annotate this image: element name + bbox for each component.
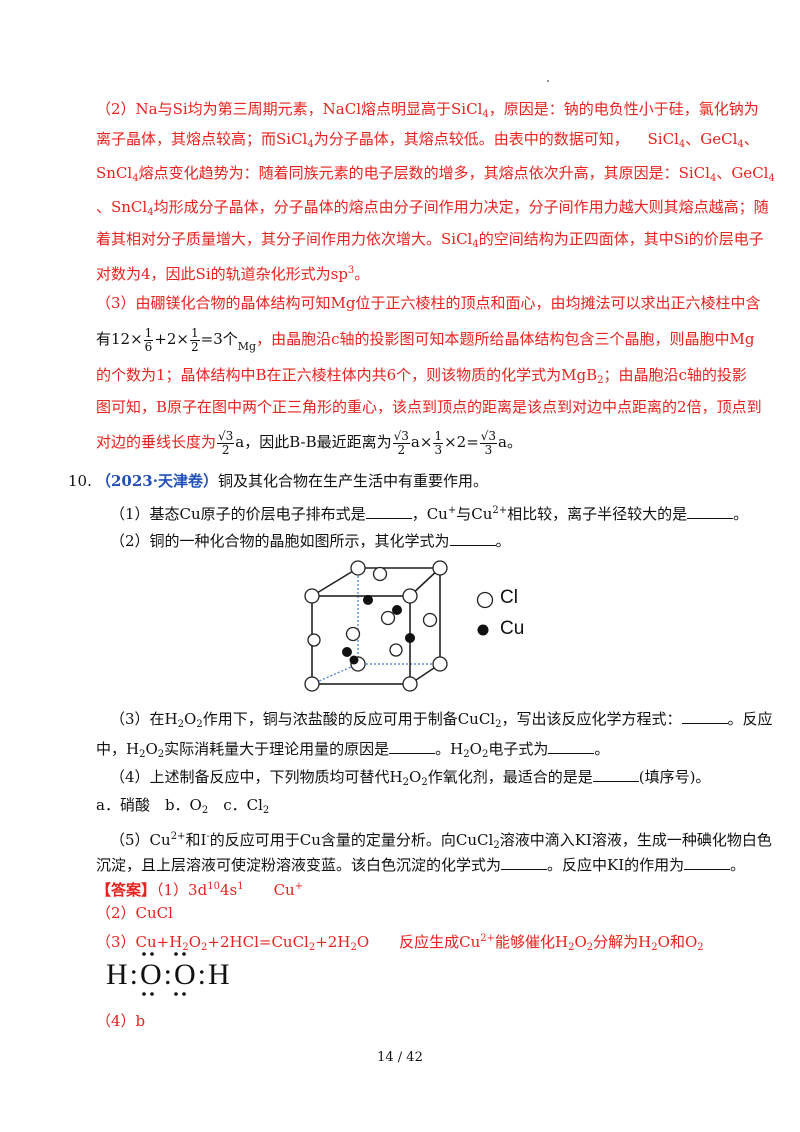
- answer-blank[interactable]: [687, 504, 734, 519]
- q10-part-1: （1）基态Cu原子的价层电子排布式是，Cu+与Cu2+相比较，离子半径较大的是。: [110, 504, 749, 523]
- q2-answer-line-3: SnCl4熔点变化趋势为：随着同族元素的电子层数的增多，其熔点依次升高，其原因是…: [96, 164, 775, 184]
- question-source: （2023·天津卷）: [96, 472, 218, 490]
- q2-answer-line-2: 离子晶体，其熔点较高；而SiCl4为分子晶体，其熔点较低。由表中的数据可知， S…: [96, 130, 759, 150]
- q10-part-3-line-1: （3）在H2O2作用下，铜与浓盐酸的反应可用于制备CuCl2，写出该反应化学方程…: [110, 709, 773, 730]
- answer-line-4: （4）b: [96, 1012, 146, 1030]
- legend-cu-label: Cu: [500, 618, 525, 639]
- q10-part-5-line-1: （5）Cu2+和I-的反应可用于Cu含量的定量分析。向CuCl2溶液中滴入KI溶…: [110, 831, 772, 851]
- page-number: 14 / 42: [377, 1050, 423, 1065]
- unit-cell-diagram: [304, 560, 494, 692]
- q10-part-4: （4）上述制备反应中，下列物质均可替代H2O2作氧化剂，最适合的是是(填序号)。: [110, 767, 711, 788]
- answer-blank[interactable]: [592, 767, 639, 782]
- question-number: 10.: [68, 472, 92, 490]
- answer-blank[interactable]: [684, 855, 731, 870]
- q2-answer-line-1: （2）Na与Si均为第三周期元素，NaCl熔点明显高于SiCl4，原因是：钠的电…: [96, 100, 759, 120]
- answer-blank[interactable]: [501, 855, 548, 870]
- q3-answer-line-3: 的个数为1；晶体结构中B在正六棱柱体内共6个，则该物质的化学式为MgB2；由晶胞…: [96, 366, 747, 386]
- legend-cl-label: Cl: [500, 587, 518, 608]
- answer-blank[interactable]: [365, 504, 412, 519]
- q10-part-5-line-2: 沉淀，且上层溶液可使淀粉溶液变蓝。该白色沉淀的化学式为。反应中KI的作用为。: [96, 855, 746, 874]
- answer-blank[interactable]: [449, 531, 496, 546]
- q10-part-4-options: a．硝酸 b．O2 c．Cl2: [96, 796, 270, 816]
- q2-answer-line-4: 、SnCl4均形成分子晶体，分子晶体的熔点由分子间作用力决定，分子间作用力越大则…: [96, 198, 769, 218]
- q3-answer-line-4: 图可知，B原子在图中两个正三角形的重心，该点到顶点的距离是该点到对边中点距离的2…: [96, 398, 762, 416]
- question-10-stem: （2023·天津卷）铜及其化合物在生产生活中有重要作用。: [96, 472, 488, 490]
- q3-answer-line-1: （3）由硼镁化合物的晶体结构可知Mg位于正六棱柱的顶点和面心，由均摊法可以求出正…: [96, 294, 761, 312]
- h2o2-lewis-structure: H:O:O:H: [106, 958, 232, 991]
- answer-blank[interactable]: [389, 739, 436, 754]
- lone-pair-dots: [142, 952, 186, 996]
- q10-part-2: （2）铜的一种化合物的晶胞如图所示，其化学式为。: [110, 531, 511, 550]
- q10-part-3-line-2: 中，H2O2实际消耗量大于理论用量的原因是。H2O2电子式为。: [96, 739, 610, 760]
- q2-answer-line-5: 着其相对分子质量增大，其分子间作用力依次增大。SiCl4的空间结构为正四面体，其…: [96, 230, 764, 250]
- answer-line-2: （2）CuCl: [96, 904, 173, 922]
- answer-blank[interactable]: [548, 739, 595, 754]
- scan-dot: [547, 80, 549, 82]
- q2-answer-line-6: 对数为4，因此Si的轨道杂化形式为sp3。: [96, 265, 370, 283]
- answer-blank[interactable]: [681, 709, 728, 724]
- answer-label: 【答案】: [96, 881, 157, 899]
